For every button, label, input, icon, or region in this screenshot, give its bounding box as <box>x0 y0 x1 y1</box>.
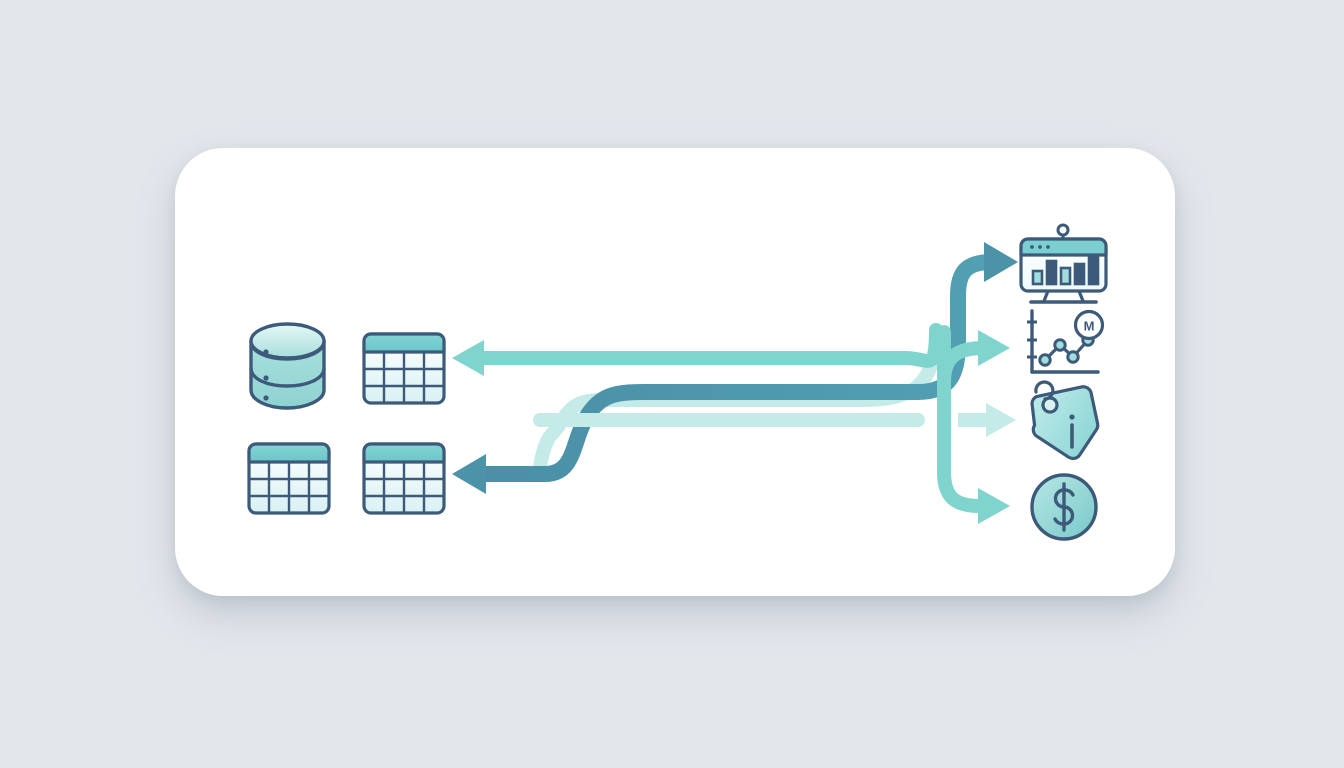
flow-dark-to-dashboard <box>452 242 1018 494</box>
table-grid-icon <box>362 332 446 405</box>
database-cylinder-icon <box>249 322 326 410</box>
table-grid-icon <box>362 442 446 515</box>
flow-pale-to-tag <box>533 403 1016 437</box>
flow-trunk-fanout <box>937 325 1010 524</box>
flow-mid-to-metrics <box>452 323 943 376</box>
line-chart-metric-icon: M <box>1027 309 1105 374</box>
monitor-bar-chart-icon <box>1019 223 1108 304</box>
price-tag-info-icon <box>1030 380 1100 461</box>
table-grid-icon <box>247 442 331 515</box>
flow-arrows-layer <box>452 242 1018 524</box>
metric-badge-label: M <box>1084 319 1095 334</box>
flow-pale-return-curve <box>533 323 943 477</box>
output-destinations-group: M <box>1019 223 1108 541</box>
data-sources-group <box>247 322 446 515</box>
dollar-coin-icon <box>1030 473 1098 541</box>
diagram-card <box>175 148 1175 596</box>
